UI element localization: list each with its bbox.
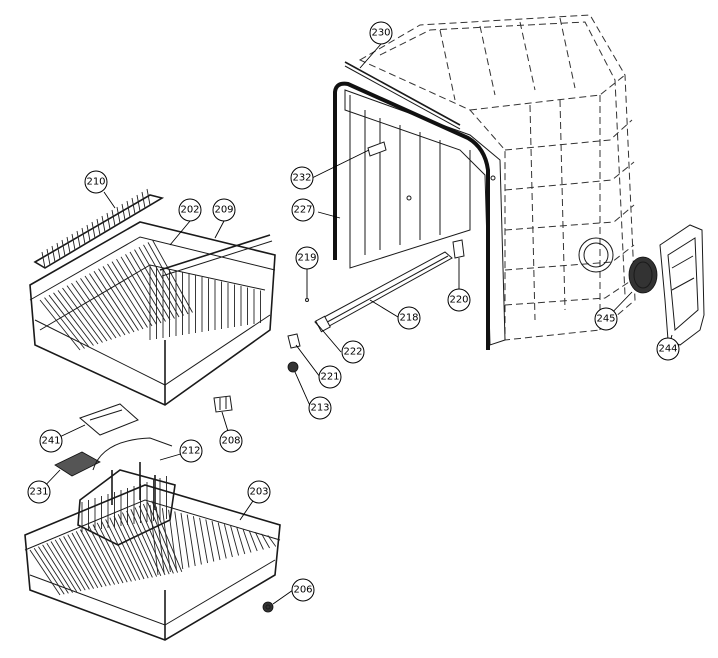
callout-labels: 230 232 227 219 220 218 222 221 213 245 244 210 202 2… (27, 21, 680, 602)
callout-tub: 230 (369, 21, 393, 45)
callout-door-gasket: 227 (291, 198, 315, 222)
callout-upper-rack: 202 (178, 198, 202, 222)
callout-circle (594, 307, 618, 331)
callout-vent-grille: 245 (594, 307, 618, 331)
callout-circle (219, 429, 243, 453)
callout-lower-rack-wheel: 206 (291, 578, 315, 602)
callout-number: 218 (399, 313, 418, 324)
callout-number: 213 (310, 403, 329, 414)
callout-circle (308, 396, 332, 420)
callout-basket-handle: 212 (179, 439, 203, 463)
lower-rack-drawing (24, 484, 281, 641)
callout-number: 219 (297, 253, 316, 264)
callout-vent-cover: 244 (656, 337, 680, 361)
callout-number: 206 (293, 585, 312, 596)
callout-circle (397, 306, 421, 330)
callout-circle (84, 170, 108, 194)
callout-rack-adjuster: 208 (219, 429, 243, 453)
callout-number: 209 (214, 205, 233, 216)
callout-circle (291, 198, 315, 222)
callout-number: 222 (343, 347, 362, 358)
callout-basket-lid: 241 (39, 429, 63, 453)
upper-rack-drawing (29, 188, 276, 406)
callout-number: 245 (596, 314, 615, 325)
callout-circle (179, 439, 203, 463)
callout-tub-bracket: 232 (290, 166, 314, 190)
callout-circle (369, 21, 393, 45)
callout-circle (212, 198, 236, 222)
callout-rail-stop: 222 (341, 340, 365, 364)
callout-circle (656, 337, 680, 361)
callout-upper-rack-rail: 218 (397, 306, 421, 330)
vent-drawing (628, 224, 705, 346)
callout-basket-cover-mesh: 231 (27, 480, 51, 504)
callout-number: 220 (449, 295, 468, 306)
callout-number: 203 (249, 487, 268, 498)
callout-circle (27, 480, 51, 504)
callout-number: 231 (29, 487, 48, 498)
callout-circle (178, 198, 202, 222)
callout-circle (447, 288, 471, 312)
callout-number: 221 (320, 372, 339, 383)
tub-drawing (333, 14, 636, 350)
callout-rail-wheel: 213 (308, 396, 332, 420)
callout-rail-end-cap: 220 (447, 288, 471, 312)
callout-number: 210 (86, 177, 105, 188)
callout-number: 241 (41, 436, 60, 447)
callout-circle (247, 480, 271, 504)
callout-circle (291, 578, 315, 602)
callout-rail-clip: 221 (318, 365, 342, 389)
callout-number: 232 (292, 173, 311, 184)
callout-circle (290, 166, 314, 190)
callout-upper-rack-rail-tip: 219 (295, 246, 319, 270)
callout-circle (341, 340, 365, 364)
callout-circle (295, 246, 319, 270)
rail-assembly-drawing (213, 239, 465, 413)
callout-number: 227 (293, 205, 312, 216)
callout-number: 202 (180, 205, 199, 216)
callout-top-rack-tine-row: 210 (84, 170, 108, 194)
callout-number: 230 (371, 28, 390, 39)
callout-number: 212 (181, 446, 200, 457)
callout-number: 244 (658, 344, 677, 355)
callout-lower-rack: 203 (247, 480, 271, 504)
callout-circle (318, 365, 342, 389)
callout-upper-rack-tine-bar: 209 (212, 198, 236, 222)
callout-circle (39, 429, 63, 453)
callout-number: 208 (221, 436, 240, 447)
